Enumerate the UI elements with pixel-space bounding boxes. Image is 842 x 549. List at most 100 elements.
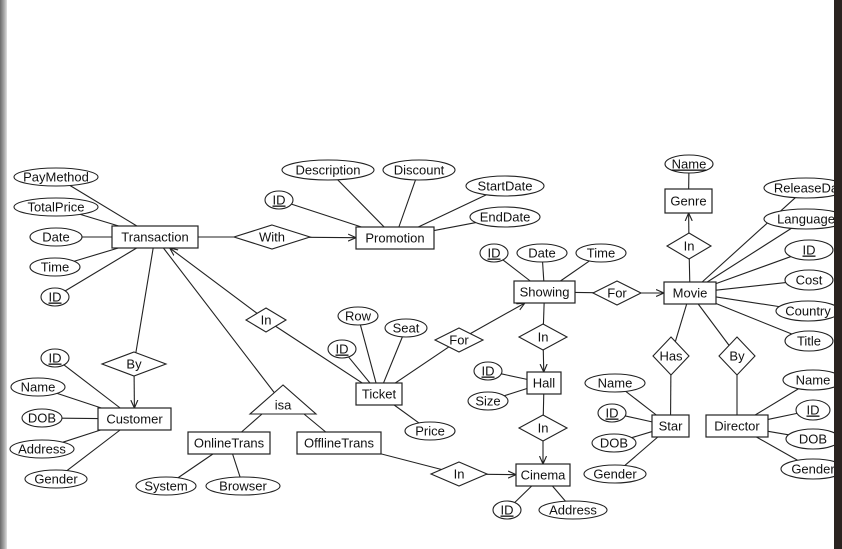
relationship-for-showing[interactable]: For (591, 280, 643, 306)
entity-director[interactable]: Director (705, 414, 769, 438)
attribute-st-id-label: ID (606, 406, 619, 421)
relationship-for-showing-label: For (607, 286, 627, 301)
attribute-hall-id-ellipse (473, 361, 503, 381)
attribute-sh-date-label: Date (528, 246, 555, 261)
attribute-ci-id[interactable]: ID (492, 500, 522, 520)
st-id-to-star-edge (625, 415, 653, 423)
attribute-releasedate[interactable]: ReleaseDa (763, 177, 842, 199)
relationship-in-genre[interactable]: In (665, 232, 713, 260)
entity-hall[interactable]: Hall (526, 371, 562, 395)
relationship-in-ticket[interactable]: In (244, 307, 288, 333)
relationship-has[interactable]: Has (652, 336, 690, 376)
attribute-cu-gender[interactable]: Gender (24, 469, 88, 489)
attribute-genre-name[interactable]: Name (664, 154, 714, 174)
attribute-st-id[interactable]: ID (597, 403, 627, 423)
relationship-in-hall-cinema[interactable]: In (517, 414, 569, 442)
entity-cinema[interactable]: Cinema (515, 463, 571, 487)
attribute-totalprice[interactable]: TotalPrice (13, 197, 99, 217)
attribute-di-name[interactable]: Name (782, 369, 842, 391)
entity-transaction[interactable]: Transaction (111, 225, 199, 249)
entity-promotion[interactable]: Promotion (355, 226, 435, 250)
relationship-in-offline-cinema[interactable]: In (429, 461, 489, 487)
entity-star[interactable]: Star (651, 414, 690, 438)
attribute-tk-id-ellipse (327, 339, 357, 359)
attribute-paymethod[interactable]: PayMethod (13, 167, 99, 187)
attribute-country[interactable]: Country (775, 300, 841, 322)
attribute-cu-dob[interactable]: DOB (21, 408, 63, 428)
attribute-size-label: Size (475, 394, 500, 409)
attribute-price[interactable]: Price (404, 421, 456, 441)
attribute-mv-id[interactable]: ID (784, 239, 834, 261)
relationship-by-director[interactable]: By (718, 336, 756, 376)
attribute-tr-date[interactable]: Date (29, 227, 83, 247)
entity-customer[interactable]: Customer (97, 407, 172, 431)
country-to-movie-edge (715, 296, 780, 308)
entity-showing[interactable]: Showing (513, 280, 576, 304)
attribute-tr-id[interactable]: ID (40, 287, 70, 307)
relationship-with[interactable]: With (232, 224, 312, 250)
attribute-di-gender[interactable]: Gender (780, 458, 842, 480)
attribute-di-id-label: ID (807, 403, 820, 418)
attribute-title-label: Title (797, 334, 821, 349)
attribute-st-gender[interactable]: Gender (583, 464, 647, 484)
relationship-by-customer[interactable]: By (100, 351, 168, 377)
attribute-sh-time[interactable]: Time (575, 243, 627, 263)
entity-genre[interactable]: Genre (664, 188, 713, 214)
attribute-size-ellipse (467, 391, 509, 411)
cost-to-movie-edge (715, 281, 786, 291)
attribute-startdate[interactable]: StartDate (465, 175, 545, 197)
attribute-description[interactable]: Description (281, 159, 375, 181)
relationship-in-showing-hall[interactable]: In (517, 323, 569, 351)
attribute-discount[interactable]: Discount (382, 159, 456, 181)
attribute-ci-address[interactable]: Address (538, 500, 608, 520)
attribute-cu-id[interactable]: ID (40, 348, 70, 368)
attribute-st-dob[interactable]: DOB (591, 433, 637, 453)
attribute-hall-id[interactable]: ID (473, 361, 503, 381)
transaction-to-by-customer-edge (135, 247, 154, 353)
paymethod-to-transaction-edge (69, 185, 138, 227)
attribute-sh-date[interactable]: Date (516, 243, 568, 263)
attribute-title[interactable]: Title (784, 330, 834, 352)
relationship-with-diamond (232, 224, 312, 250)
attribute-description-label: Description (295, 163, 360, 178)
attribute-di-dob[interactable]: DOB (785, 428, 841, 450)
relationship-by-customer-label: By (126, 357, 142, 372)
attribute-system[interactable]: System (135, 476, 197, 496)
attribute-enddate[interactable]: EndDate (469, 206, 541, 228)
attribute-di-id[interactable]: ID (795, 399, 831, 421)
attribute-cu-address[interactable]: Address (9, 439, 75, 459)
entity-cinema-label: Cinema (521, 468, 567, 483)
attribute-tr-time[interactable]: Time (29, 257, 81, 277)
entity-movie[interactable]: Movie (663, 281, 717, 305)
isa-triangle (248, 384, 318, 415)
attribute-promo-id[interactable]: ID (264, 190, 294, 210)
seat-to-ticket-edge (382, 336, 403, 384)
relationship-in-offline-cinema-label: In (454, 467, 465, 482)
attribute-seat[interactable]: Seat (384, 318, 428, 338)
entity-promotion-label: Promotion (365, 231, 424, 246)
relationship-for-ticket[interactable]: For (433, 327, 485, 353)
attribute-size[interactable]: Size (467, 391, 509, 411)
attribute-di-gender-ellipse (780, 458, 842, 480)
relationship-for-ticket-label: For (449, 333, 469, 348)
attribute-di-name-ellipse (782, 369, 842, 391)
attribute-language[interactable]: Language (763, 208, 842, 230)
entity-ticket[interactable]: Ticket (355, 382, 403, 406)
attribute-cu-name[interactable]: Name (10, 377, 66, 397)
title-to-movie-edge (715, 302, 792, 335)
isa-specialization[interactable]: isa (248, 384, 318, 415)
attribute-tk-id[interactable]: ID (327, 339, 357, 359)
entity-onlinetrans[interactable]: OnlineTrans (187, 431, 271, 455)
attribute-row[interactable]: Row (337, 306, 379, 326)
attribute-cost[interactable]: Cost (784, 269, 834, 291)
attribute-seat-label: Seat (393, 321, 420, 336)
entity-offlinetrans[interactable]: OfflineTrans (296, 431, 382, 455)
attribute-sh-id[interactable]: ID (479, 243, 509, 263)
attribute-st-name[interactable]: Name (584, 373, 646, 393)
isa-to-offlinetrans-edge (303, 413, 327, 433)
attribute-browser[interactable]: Browser (205, 476, 281, 496)
in-ticket-to-transaction-edge (170, 248, 258, 314)
relationship-by-customer-diamond (100, 351, 168, 377)
window-left-edge (0, 0, 7, 549)
entity-genre-label: Genre (670, 194, 706, 209)
